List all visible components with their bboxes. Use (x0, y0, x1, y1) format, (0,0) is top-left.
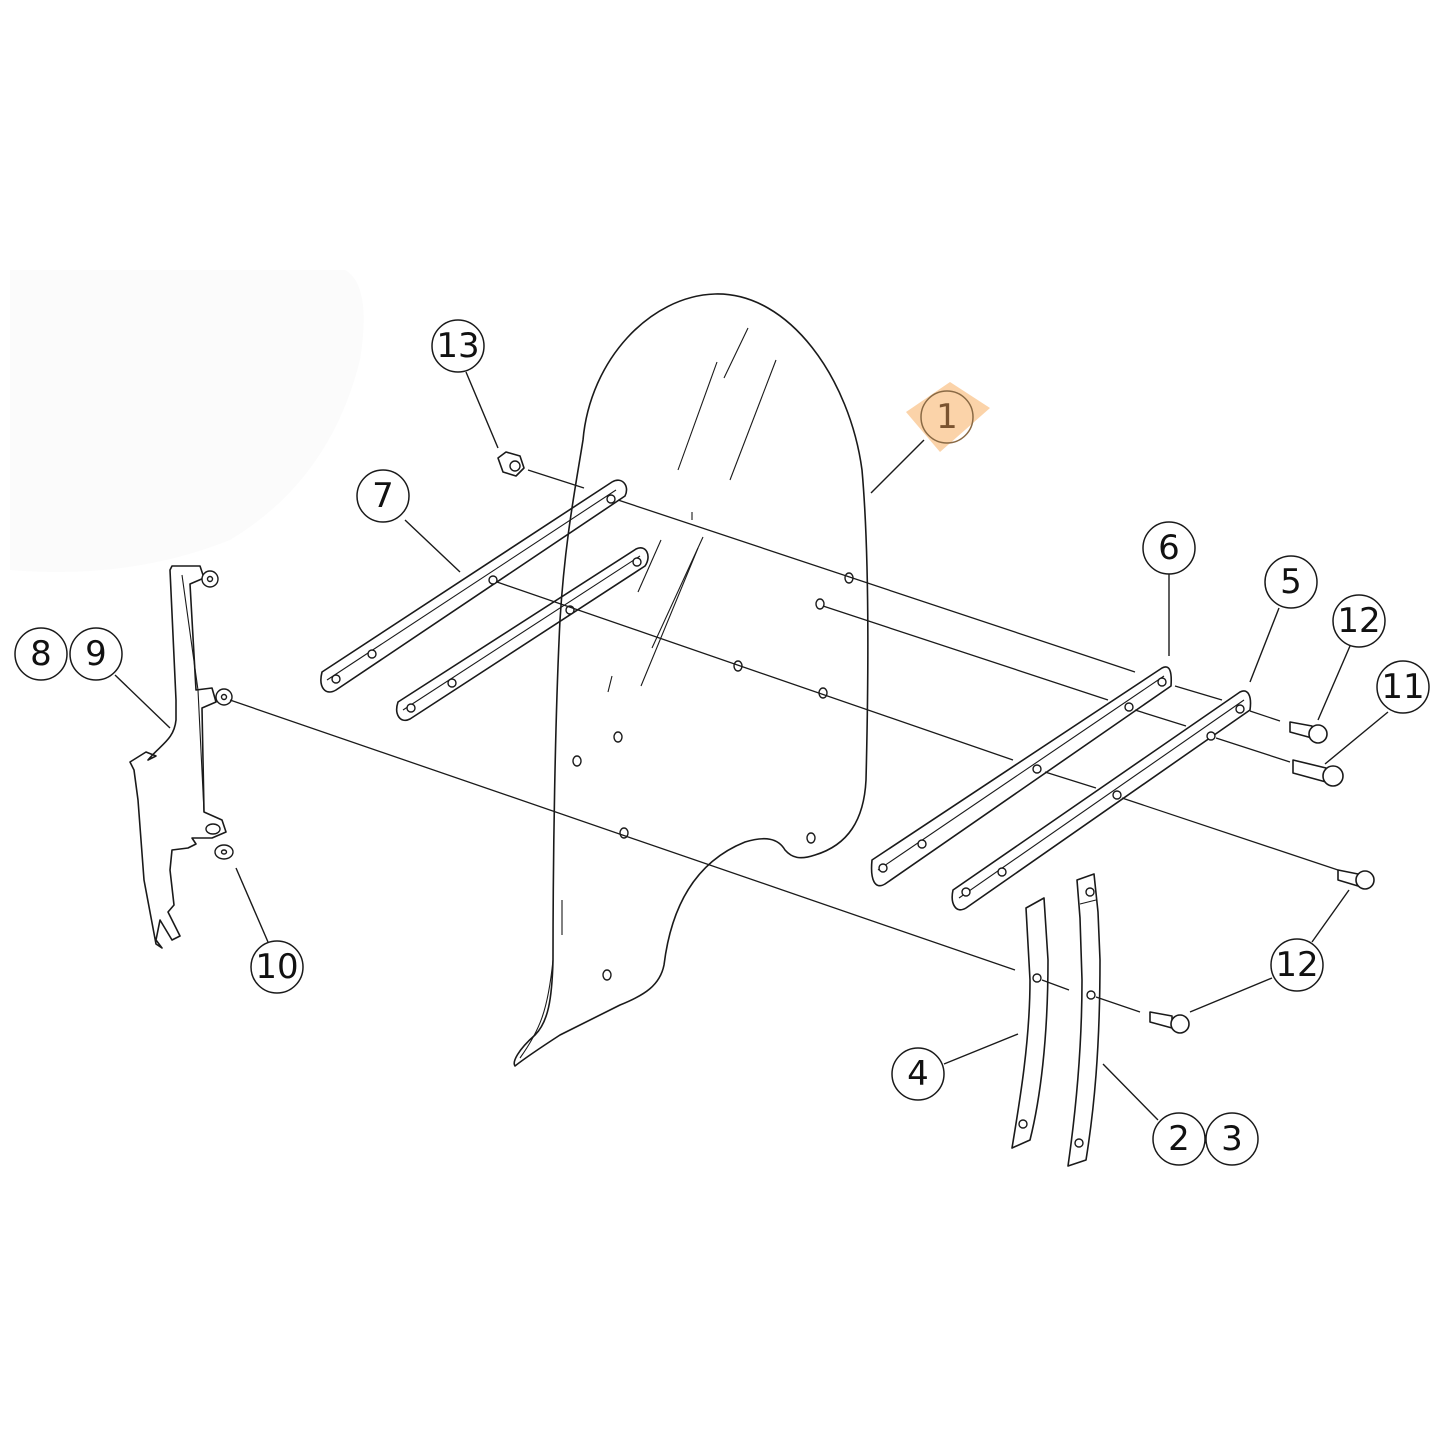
callout-label: 7 (372, 476, 394, 516)
leader-lines (114, 371, 1389, 1121)
vertical-strip-4-part[interactable] (1011, 897, 1049, 1149)
callout-6[interactable]: 6 (1142, 521, 1196, 575)
cap-nut-part[interactable] (497, 451, 525, 477)
callout-12-upper[interactable]: 12 (1332, 594, 1386, 648)
callout-10[interactable]: 10 (250, 940, 304, 994)
callout-label: 12 (1275, 945, 1318, 985)
callout-label: 9 (85, 634, 107, 674)
callout-9[interactable]: 9 (69, 627, 123, 681)
screw-12-middle-part[interactable] (1337, 869, 1375, 890)
callout-label: 12 (1337, 601, 1380, 641)
screw-11-part[interactable] (1292, 759, 1344, 787)
callout-11[interactable]: 11 (1376, 660, 1430, 714)
callout-label: 13 (436, 326, 479, 366)
windshield-part[interactable] (513, 293, 869, 1067)
callout-12-lower[interactable]: 12 (1270, 938, 1324, 992)
callout-label: 10 (255, 947, 298, 987)
callout-7[interactable]: 7 (356, 469, 410, 523)
callout-13[interactable]: 13 (431, 319, 485, 373)
callout-label: 8 (30, 634, 52, 674)
callout-4[interactable]: 4 (891, 1047, 945, 1101)
callout-5[interactable]: 5 (1264, 555, 1318, 609)
assembly-axis-lines (229, 469, 1339, 1013)
callout-8[interactable]: 8 (14, 627, 68, 681)
right-mounting-strip-6-part[interactable] (870, 666, 1173, 887)
callout-2[interactable]: 2 (1152, 1112, 1206, 1166)
callout-label: 6 (1158, 528, 1180, 568)
callout-label: 1 (936, 397, 958, 437)
callout-label: 2 (1168, 1119, 1190, 1159)
callout-label: 4 (907, 1054, 929, 1094)
screw-12-lower-part[interactable] (1149, 1011, 1190, 1034)
callout-label: 5 (1280, 562, 1302, 602)
right-mounting-strip-5-part[interactable] (951, 690, 1252, 911)
callout-3[interactable]: 3 (1205, 1112, 1259, 1166)
background-ghost-shape (10, 270, 364, 572)
left-bracket-part[interactable] (129, 565, 233, 949)
callout-1[interactable]: 1 (906, 382, 990, 452)
vertical-strip-2-3-part[interactable] (1067, 873, 1101, 1167)
washer-part[interactable] (214, 844, 234, 860)
left-mounting-strips-part[interactable] (320, 479, 649, 721)
callout-label: 11 (1381, 667, 1424, 707)
screw-12-upper-part[interactable] (1289, 721, 1328, 744)
callout-label: 3 (1221, 1119, 1243, 1159)
